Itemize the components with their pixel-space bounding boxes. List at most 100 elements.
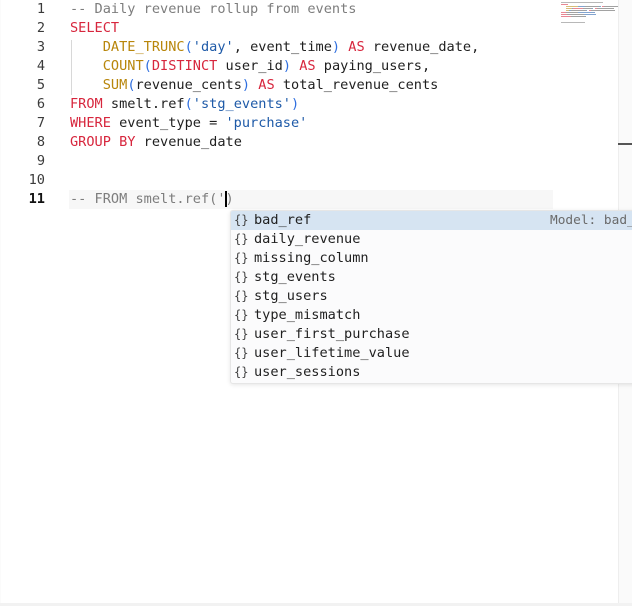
code-token: event_type = bbox=[110, 115, 226, 131]
line-number: 4 bbox=[36, 58, 45, 74]
minimap-token bbox=[583, 22, 585, 23]
minimap-token bbox=[583, 14, 596, 15]
code-token bbox=[70, 77, 103, 93]
code-token bbox=[291, 58, 299, 74]
minimap-token bbox=[573, 8, 583, 9]
code-token: smelt.ref bbox=[102, 96, 185, 112]
line-content[interactable]: SUM(revenue_cents) AS total_revenue_cent… bbox=[70, 76, 439, 95]
suggestion-label: missing_column bbox=[254, 250, 369, 266]
minimap-token bbox=[569, 10, 571, 11]
suggestion-label: type_mismatch bbox=[254, 307, 361, 323]
suggestion-label: bad_ref bbox=[254, 212, 312, 228]
minimap-token bbox=[565, 12, 578, 13]
module-braces-icon: {} bbox=[234, 213, 249, 227]
code-token: ( bbox=[184, 39, 193, 55]
line-content[interactable]: COUNT(DISTINCT user_id) AS paying_users, bbox=[70, 57, 430, 76]
suggestion-item[interactable]: {} type_mismatch bbox=[231, 306, 632, 325]
minimap-token bbox=[561, 22, 584, 23]
code-token: AS bbox=[258, 77, 275, 93]
line-number: 7 bbox=[36, 115, 45, 131]
code-line[interactable]: 1-- Daily revenue rollup from events bbox=[1, 0, 631, 19]
code-token: COUNT bbox=[102, 58, 144, 74]
module-braces-icon: {} bbox=[234, 346, 249, 360]
code-token: revenue_date, bbox=[364, 39, 480, 55]
code-token: AS bbox=[348, 39, 365, 55]
code-line[interactable]: 7 WHERE event_type = 'purchase' bbox=[1, 114, 631, 133]
code-token: WHERE bbox=[70, 115, 111, 131]
minimap-token bbox=[565, 6, 578, 7]
minimap-token bbox=[599, 6, 601, 7]
minimap[interactable] bbox=[561, 0, 621, 30]
code-line[interactable]: 2 SELECT bbox=[1, 19, 631, 38]
minimap-token bbox=[597, 8, 614, 9]
suggestion-item[interactable]: {} stg_users bbox=[231, 287, 632, 306]
suggestion-item[interactable]: {} user_sessions bbox=[231, 363, 632, 382]
code-token: -- FROM smelt.ref(' bbox=[70, 191, 226, 207]
current-line-highlight bbox=[69, 190, 553, 209]
suggestion-label: user_sessions bbox=[254, 364, 361, 380]
code-token: 'day' bbox=[192, 39, 234, 55]
module-braces-icon: {} bbox=[234, 365, 249, 379]
line-content[interactable]: GROUP BY revenue_date bbox=[70, 133, 242, 152]
code-line[interactable]: 5 SUM(revenue_cents) AS total_revenue_ce… bbox=[1, 76, 631, 95]
editor-bottom-edge bbox=[0, 603, 632, 606]
minimap-token bbox=[601, 6, 605, 7]
line-content[interactable]: FROM smelt.ref('stg_events') bbox=[70, 95, 299, 114]
code-token: ( bbox=[127, 77, 136, 93]
module-braces-icon: {} bbox=[234, 289, 249, 303]
line-content[interactable]: WHERE event_type = 'purchase' bbox=[70, 114, 307, 133]
minimap-token bbox=[561, 12, 566, 13]
suggestion-label: stg_users bbox=[254, 288, 328, 304]
minimap-token bbox=[567, 14, 584, 15]
minimap-token bbox=[579, 6, 585, 7]
line-content[interactable]: -- FROM smelt.ref(') bbox=[70, 190, 234, 209]
minimap-token bbox=[577, 6, 579, 7]
code-line[interactable]: 10 bbox=[1, 171, 631, 190]
line-content[interactable]: DATE_TRUNC('day', event_time) AS revenue… bbox=[70, 38, 480, 57]
minimap-token bbox=[592, 8, 594, 9]
code-line[interactable]: 4 COUNT(DISTINCT user_id) AS paying_user… bbox=[1, 57, 631, 76]
code-token: total_revenue_cents bbox=[274, 77, 439, 93]
minimap-token bbox=[593, 12, 595, 13]
minimap-token bbox=[604, 6, 621, 7]
code-token: , event_time bbox=[233, 39, 332, 55]
text-cursor bbox=[224, 191, 227, 207]
code-token: revenue_cents bbox=[135, 77, 242, 93]
minimap-token bbox=[565, 10, 570, 11]
suggestion-item[interactable]: {}user_lifetime_value bbox=[231, 344, 632, 363]
module-braces-icon: {} bbox=[234, 270, 249, 284]
code-token: FROM bbox=[70, 96, 103, 112]
code-token bbox=[70, 58, 103, 74]
code-token: ) bbox=[291, 96, 300, 112]
minimap-token bbox=[561, 14, 567, 15]
code-token: user_id bbox=[217, 58, 283, 74]
line-content[interactable]: -- Daily revenue rollup from events bbox=[70, 0, 356, 19]
code-token: AS bbox=[299, 58, 316, 74]
line-number: 2 bbox=[36, 20, 45, 36]
module-braces-icon: {} bbox=[234, 308, 249, 322]
code-line[interactable]: 3 DATE_TRUNC('day', event_time) AS reven… bbox=[1, 38, 631, 57]
line-content[interactable]: SELECT bbox=[70, 19, 119, 38]
minimap-token bbox=[585, 6, 600, 7]
code-line[interactable]: 9 bbox=[1, 152, 631, 171]
code-token: ( bbox=[184, 96, 193, 112]
code-token: 'stg_events' bbox=[192, 96, 291, 112]
code-token: -- Daily revenue rollup from events bbox=[70, 1, 357, 17]
suggestion-item[interactable]: {}user_first_purchase bbox=[231, 325, 632, 344]
code-token: SELECT bbox=[70, 20, 120, 36]
code-token: GROUP BY bbox=[70, 134, 136, 150]
module-braces-icon: {} bbox=[234, 251, 249, 265]
suggestion-label: daily_revenue bbox=[254, 231, 361, 247]
indent-guide bbox=[71, 40, 72, 95]
suggestion-item[interactable]: {} missing_column bbox=[231, 249, 632, 268]
code-token: 'purchase' bbox=[225, 115, 308, 131]
code-token: revenue_date bbox=[135, 134, 242, 150]
minimap-token bbox=[561, 4, 569, 5]
suggestion-item[interactable]: {}daily_revenue bbox=[231, 230, 632, 249]
code-line[interactable]: 11-- FROM smelt.ref(') bbox=[1, 190, 631, 209]
suggestion-item[interactable]: {}stg_events bbox=[231, 268, 632, 287]
